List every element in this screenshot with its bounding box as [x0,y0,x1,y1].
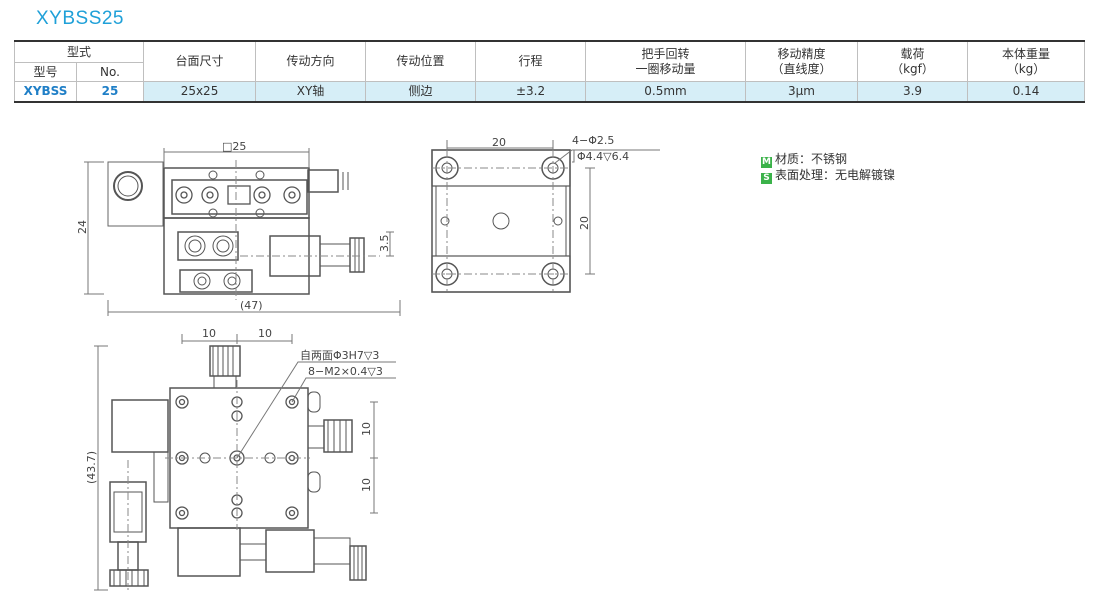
cell-accuracy: 3μm [745,81,859,103]
col-header: 本体重量（kg） [967,40,1086,82]
cell-travel-per-rev: 0.5mm [585,81,747,103]
cell-table-size: 25x25 [143,81,257,103]
dim-front-offset: 3.5 [378,235,391,253]
cell-model: XYBSS [14,81,77,103]
spec-table: 型式 台面尺寸 传动方向 传动位置 行程 把手回转一圈移动量 移动精度（直线度）… [13,40,1086,103]
dim-top-pitch-b: 10 [258,327,272,340]
cell-weight: 0.14 [967,81,1086,103]
dim-square: □25 [222,140,246,153]
sub-header-model: 型号 [14,62,77,82]
top-view [94,334,396,591]
cell-no: 25 [75,81,145,103]
front-view [84,148,401,316]
material-text: 材质：不锈钢 [775,152,848,166]
dim-front-height: 24 [76,220,89,234]
side-view [431,140,660,293]
dim-side-pitch-side: 20 [578,216,591,230]
col-header: 移动精度（直线度） [745,40,859,82]
col-header: 载荷（kgf） [857,40,969,82]
col-header: 传动位置 [365,40,477,82]
col-header: 台面尺寸 [143,40,257,82]
dim-top-pitch-a: 10 [202,327,216,340]
cell-load: 3.9 [857,81,969,103]
cell-drive-position: 侧边 [365,81,477,103]
surface-text: 表面处理：无电解镀镍 [775,168,896,182]
dim-top-note2: 8−M2×0.4▽3 [308,365,383,378]
group-header: 型式 [13,40,145,63]
dim-top-pitch-d: 10 [360,478,373,492]
dim-top-height: (43.7) [85,451,98,484]
table-row: XYBSS 25 25x25 XY轴 侧边 ±3.2 0.5mm 3μm 3.9… [14,81,1086,103]
dim-top-pitch-c: 10 [360,422,373,436]
col-header: 把手回转一圈移动量 [585,40,747,82]
dim-side-counterbore: Φ4.4▽6.4 [577,150,629,163]
material-tag-icon: M [761,157,772,168]
sub-header-no: No. [75,62,145,82]
dim-side-pitch-top: 20 [492,136,506,149]
dim-top-note1: 自两面Φ3H7▽3 [300,349,379,362]
col-header: 行程 [475,40,587,82]
dim-side-holes: 4−Φ2.5 [572,134,614,147]
product-title: XYBSS25 [36,8,124,29]
col-header: 传动方向 [255,40,367,82]
surface-tag-icon: S [761,173,772,184]
dim-front-width: (47) [240,299,263,312]
cell-drive-direction: XY轴 [255,81,367,103]
